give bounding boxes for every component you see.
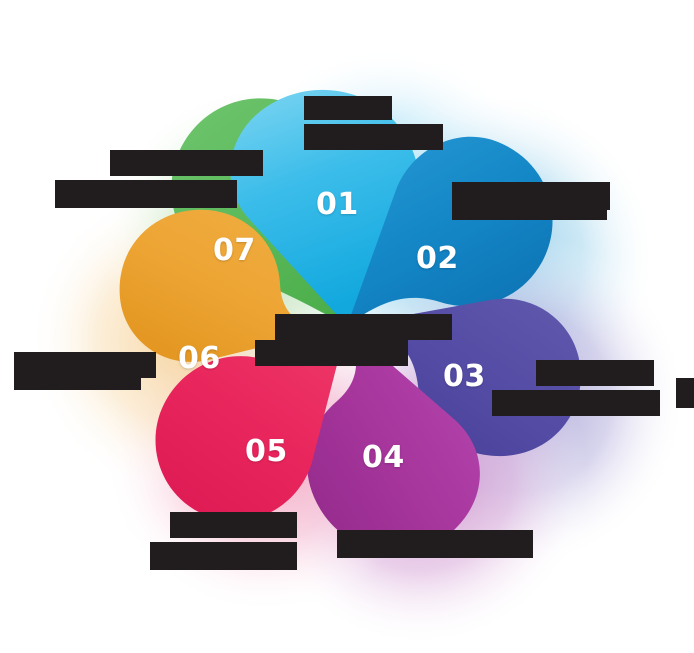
segment-number-02: 02 (416, 241, 459, 276)
redacted-text-line (492, 390, 660, 416)
segment-label-06 (14, 352, 156, 390)
segment-blade-04[interactable] (307, 326, 480, 553)
segment-number-03: 03 (443, 359, 486, 394)
redacted-text-line (304, 96, 392, 120)
redacted-text-line (255, 340, 408, 366)
segment-label-01 (304, 96, 443, 150)
redacted-text-line (304, 124, 443, 150)
redacted-text-line (150, 542, 297, 570)
segment-blade-05[interactable] (155, 326, 347, 521)
redacted-text-line (55, 180, 237, 208)
redacted-text-line (452, 182, 610, 210)
redacted-text-line (275, 314, 452, 340)
segment-label-03 (492, 360, 660, 416)
segment-label-04 (337, 530, 533, 558)
center-label (255, 314, 452, 366)
edge-clip-mark (676, 378, 694, 408)
redacted-text-line (170, 512, 297, 538)
redacted-text-line (536, 360, 654, 386)
redacted-text-line (14, 352, 156, 378)
segment-number-05: 05 (245, 434, 288, 469)
segment-number-06: 06 (178, 341, 221, 376)
segment-number-01: 01 (316, 187, 359, 222)
redacted-text-line (452, 210, 607, 220)
redacted-text-line (337, 530, 533, 558)
segment-number-04: 04 (362, 440, 405, 475)
redacted-text-line (676, 378, 694, 408)
redacted-text-line (110, 150, 263, 176)
segment-number-07: 07 (213, 233, 256, 268)
segment-label-02 (452, 182, 610, 220)
segment-label-07 (55, 150, 263, 208)
segment-label-05 (150, 512, 297, 570)
redacted-text-line (14, 378, 141, 390)
